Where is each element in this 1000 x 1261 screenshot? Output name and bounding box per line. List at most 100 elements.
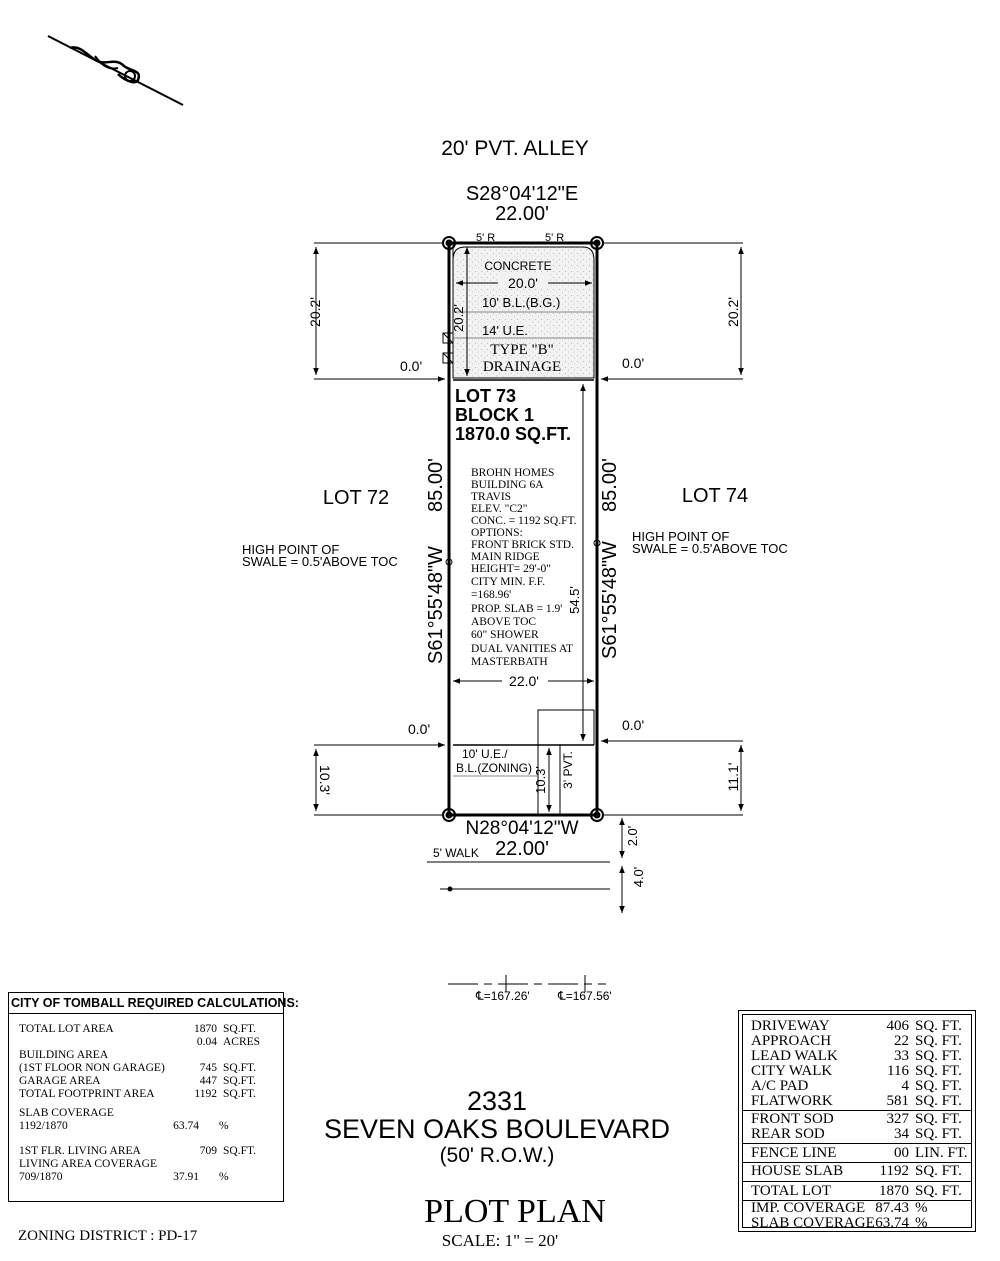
house-note: 60" SHOWER bbox=[471, 629, 539, 641]
calc-living-cov-val: 37.91 bbox=[173, 1171, 199, 1183]
area-value: 63.74 bbox=[875, 1215, 909, 1231]
front-inner-dim: 10.3' bbox=[533, 766, 548, 794]
area-value: 406 bbox=[886, 1018, 910, 1034]
area-label: CITY WALK bbox=[751, 1063, 833, 1079]
area-divider bbox=[743, 1143, 971, 1144]
distance-left: 85.00' bbox=[425, 458, 447, 512]
area-unit: % bbox=[915, 1215, 928, 1231]
dim-2: 2.0' bbox=[625, 826, 640, 847]
bearing-right: S61°55'48"W bbox=[599, 541, 621, 659]
calc-building-area-label: BUILDING AREA bbox=[19, 1049, 109, 1061]
swale-left-1: HIGH POINT OF bbox=[242, 542, 339, 557]
building-line-bg-label: 10' B.L.(B.G.) bbox=[482, 295, 560, 310]
calc-living-cov-ratio: 709/1870 bbox=[19, 1171, 63, 1183]
lot-area-label: 1870.0 SQ.FT. bbox=[455, 424, 571, 444]
area-value: 1870 bbox=[879, 1183, 909, 1199]
house-notes: BROHN HOMES BUILDING 6A TRAVIS ELEV. "C2… bbox=[471, 467, 577, 668]
calc-slab-cov-ratio: 1192/1870 bbox=[19, 1120, 68, 1132]
pvt-walk-label: 3' PVT. bbox=[561, 751, 575, 789]
bearing-left: S61°55'48"W bbox=[425, 546, 447, 664]
area-divider bbox=[743, 1200, 971, 1201]
area-unit: SQ. FT. bbox=[915, 1183, 962, 1199]
area-unit: SQ. FT. bbox=[915, 1163, 962, 1179]
calc-total-lot-label: TOTAL LOT AREA bbox=[19, 1023, 114, 1035]
calc-garage-label: GARAGE AREA bbox=[19, 1075, 101, 1087]
setback-right-dim: 20.2' bbox=[725, 297, 741, 327]
house-depth-dim: 54.5' bbox=[567, 586, 582, 614]
house-note: ELEV. "C2" bbox=[471, 503, 527, 515]
address-street: SEVEN OAKS BOULEVARD bbox=[324, 1114, 670, 1144]
drainage-label-2: DRAINAGE bbox=[483, 359, 561, 375]
area-unit: SQ. FT. bbox=[915, 1078, 962, 1094]
calc-footprint-val: 1192 bbox=[194, 1088, 217, 1100]
plan-scale: SCALE: 1" = 20' bbox=[442, 1231, 558, 1250]
radius-left-label: 5' R bbox=[476, 232, 495, 244]
area-value: 1192 bbox=[879, 1163, 909, 1179]
calc-slab-cov-label: SLAB COVERAGE bbox=[19, 1107, 114, 1119]
calc-living-label: 1ST FLR. LIVING AREA bbox=[19, 1145, 141, 1157]
house-note: HEIGHT= 29'-0" bbox=[471, 563, 551, 575]
offset-bottom-left: 0.0' bbox=[408, 721, 430, 737]
setback-left-dim: 20.2' bbox=[307, 297, 323, 327]
house-note: TRAVIS bbox=[471, 491, 511, 503]
ac-pad-icon bbox=[442, 332, 454, 364]
area-unit: SQ. FT. bbox=[915, 1033, 962, 1049]
area-value: 581 bbox=[886, 1093, 910, 1109]
house-note: MAIN RIDGE bbox=[471, 551, 540, 563]
distance-right: 85.00' bbox=[599, 458, 621, 512]
zoning-district: ZONING DISTRICT : PD-17 bbox=[18, 1228, 198, 1244]
calc-total-lot-acres: 0.04 bbox=[196, 1036, 217, 1048]
area-unit: % bbox=[915, 1200, 928, 1216]
house-note: ABOVE TOC bbox=[471, 616, 536, 628]
calc-total-lot-sqft-unit: SQ.FT. bbox=[223, 1023, 257, 1035]
distance-bottom: 22.00' bbox=[495, 838, 549, 860]
ue-bl-label-1: 10' U.E./ bbox=[462, 747, 508, 761]
calc-footprint-unit: SQ.FT. bbox=[223, 1088, 257, 1100]
area-unit: SQ. FT. bbox=[915, 1093, 962, 1109]
calc-living-cov-unit: % bbox=[219, 1171, 229, 1183]
calc-living-val: 709 bbox=[199, 1145, 217, 1157]
concrete-driveway bbox=[452, 243, 595, 379]
area-row: LEAD WALK 33 SQ. FT. bbox=[743, 1049, 971, 1064]
swale-left-2: SWALE = 0.5'ABOVE TOC bbox=[242, 554, 398, 569]
area-label: FRONT SOD bbox=[751, 1111, 834, 1127]
calc-first-floor-label: (1ST FLOOR NON GARAGE) bbox=[19, 1062, 165, 1074]
swale-right-1: HIGH POINT OF bbox=[632, 529, 729, 544]
right-of-way: (50' R.O.W.) bbox=[440, 1144, 555, 1167]
area-value: 116 bbox=[887, 1063, 909, 1079]
area-unit: SQ. FT. bbox=[915, 1126, 962, 1142]
calc-living-cov-label: LIVING AREA COVERAGE bbox=[19, 1158, 157, 1170]
area-value: 33 bbox=[894, 1048, 909, 1064]
city-calculations-box: CITY OF TOMBALL REQUIRED CALCULATIONS: T… bbox=[8, 992, 299, 1202]
area-label: A/C PAD bbox=[751, 1078, 809, 1094]
house-note: BUILDING 6A bbox=[471, 479, 544, 491]
ue-bl-label-2: B.L.(ZONING) bbox=[456, 761, 532, 775]
calc-title: CITY OF TOMBALL REQUIRED CALCULATIONS: bbox=[9, 993, 299, 1014]
north-arrow-icon bbox=[47, 35, 184, 106]
house-note: MASTERBATH bbox=[471, 656, 548, 668]
calc-living-unit: SQ.FT. bbox=[223, 1145, 257, 1157]
ue-14-label: 14' U.E. bbox=[482, 323, 528, 338]
area-label: FLATWORK bbox=[751, 1093, 833, 1109]
calc-garage-unit: SQ.FT. bbox=[223, 1075, 257, 1087]
area-unit: SQ. FT. bbox=[915, 1048, 962, 1064]
house-note: CITY MIN. F.F. bbox=[471, 576, 545, 588]
area-value: 4 bbox=[901, 1078, 910, 1094]
area-unit: SQ. FT. bbox=[915, 1111, 962, 1127]
calc-garage-val: 447 bbox=[199, 1075, 217, 1087]
area-label: LEAD WALK bbox=[751, 1048, 838, 1064]
house-note: CONC. = 1192 SQ.FT. bbox=[471, 515, 577, 527]
offset-top-left: 0.0' bbox=[400, 358, 422, 374]
house-width-dim: 22.0' bbox=[509, 673, 539, 689]
area-unit: SQ. FT. bbox=[915, 1018, 962, 1034]
area-divider bbox=[743, 1181, 971, 1182]
